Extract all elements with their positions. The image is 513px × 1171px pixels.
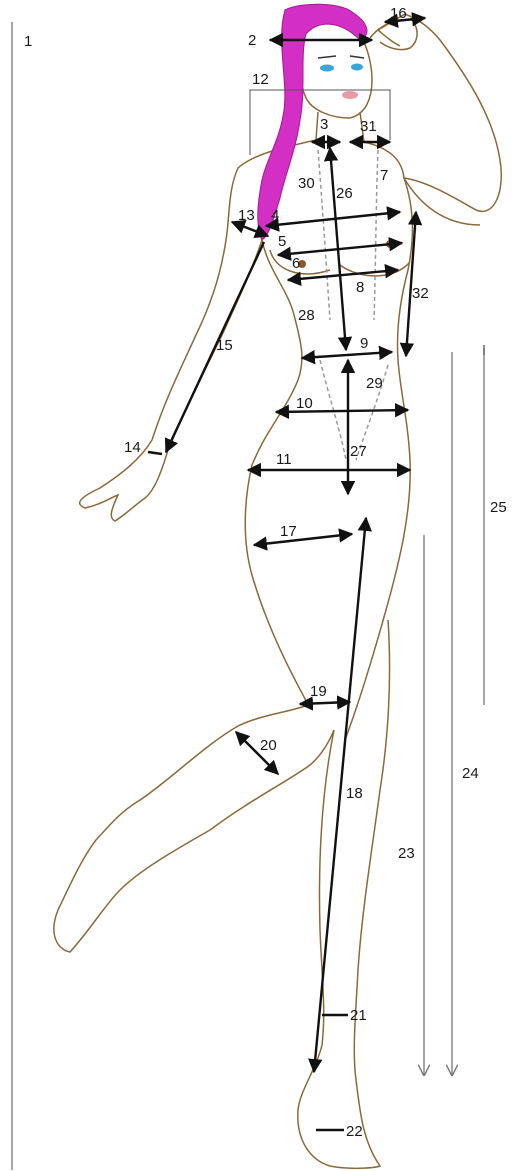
label-28: 28	[298, 307, 315, 324]
label-15: 15	[216, 337, 233, 354]
label-31: 31	[360, 118, 377, 135]
label-9: 9	[360, 335, 368, 352]
label-12: 12	[252, 71, 269, 88]
label-22: 22	[346, 1123, 363, 1140]
label-19: 19	[310, 683, 327, 700]
label-4: 4	[271, 207, 279, 224]
face-details	[298, 56, 394, 268]
label-30: 30	[298, 175, 315, 192]
arrow-32	[406, 212, 416, 356]
label-24: 24	[462, 765, 479, 782]
label-2: 2	[248, 32, 256, 49]
arrow-17	[254, 534, 352, 545]
label-14: 14	[124, 439, 141, 456]
label-20: 20	[260, 737, 277, 754]
arrow-4	[266, 212, 400, 226]
label-7: 7	[380, 167, 388, 184]
label-13: 13	[238, 207, 255, 224]
arrow-15	[166, 242, 264, 452]
label-11: 11	[276, 451, 292, 468]
label-25: 25	[490, 499, 507, 516]
arrow-9	[302, 352, 392, 358]
label-18: 18	[346, 785, 363, 802]
label-32: 32	[412, 285, 429, 302]
arrow-5	[278, 243, 402, 255]
label-29: 29	[366, 375, 383, 392]
lips-icon	[342, 91, 358, 99]
label-27: 27	[350, 443, 367, 460]
label-5: 5	[278, 233, 286, 250]
arrow-14	[148, 452, 162, 454]
label-26: 26	[336, 185, 353, 202]
seam-guide	[318, 150, 378, 320]
left-eye-icon	[320, 65, 334, 72]
label-6: 6	[292, 255, 300, 272]
label-23: 23	[398, 845, 415, 862]
label-16: 16	[390, 5, 407, 22]
measurement-lines	[148, 18, 425, 1130]
right-eye-icon	[351, 64, 363, 71]
label-10: 10	[296, 395, 313, 412]
guide-lines	[12, 22, 484, 1170]
label-8: 8	[356, 279, 364, 296]
hand-outline	[370, 20, 417, 50]
label-21: 21	[350, 1007, 367, 1024]
label-17: 17	[280, 523, 297, 540]
label-1: 1	[24, 33, 32, 50]
eyebrow-icon	[318, 56, 364, 58]
label-3: 3	[320, 116, 328, 133]
bent-leg-outline	[54, 705, 334, 952]
